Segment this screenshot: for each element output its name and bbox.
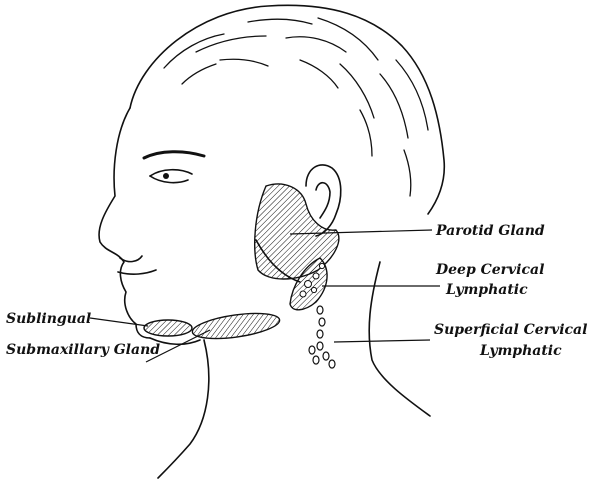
deep-cervical-label-line1: Deep Cervical xyxy=(435,262,544,278)
parotid-gland xyxy=(255,184,339,279)
hair-strokes xyxy=(164,18,428,196)
submaxillary-gland-label: Submaxillary Gland xyxy=(6,342,160,358)
parotid-gland-label: Parotid Gland xyxy=(435,223,545,239)
sublingual-gland xyxy=(144,320,192,336)
deep-cervical-label-line2: Lymphatic xyxy=(445,282,528,298)
superficial-cervical-label-line1: Superficial Cervical xyxy=(434,322,587,338)
superficial-cervical-nodes xyxy=(309,306,335,368)
sublingual-label: Sublingual xyxy=(6,311,91,327)
eye-and-brow xyxy=(144,152,204,183)
submaxillary-gland xyxy=(191,309,281,343)
superficial-cervical-label-line2: Lymphatic xyxy=(479,343,562,359)
